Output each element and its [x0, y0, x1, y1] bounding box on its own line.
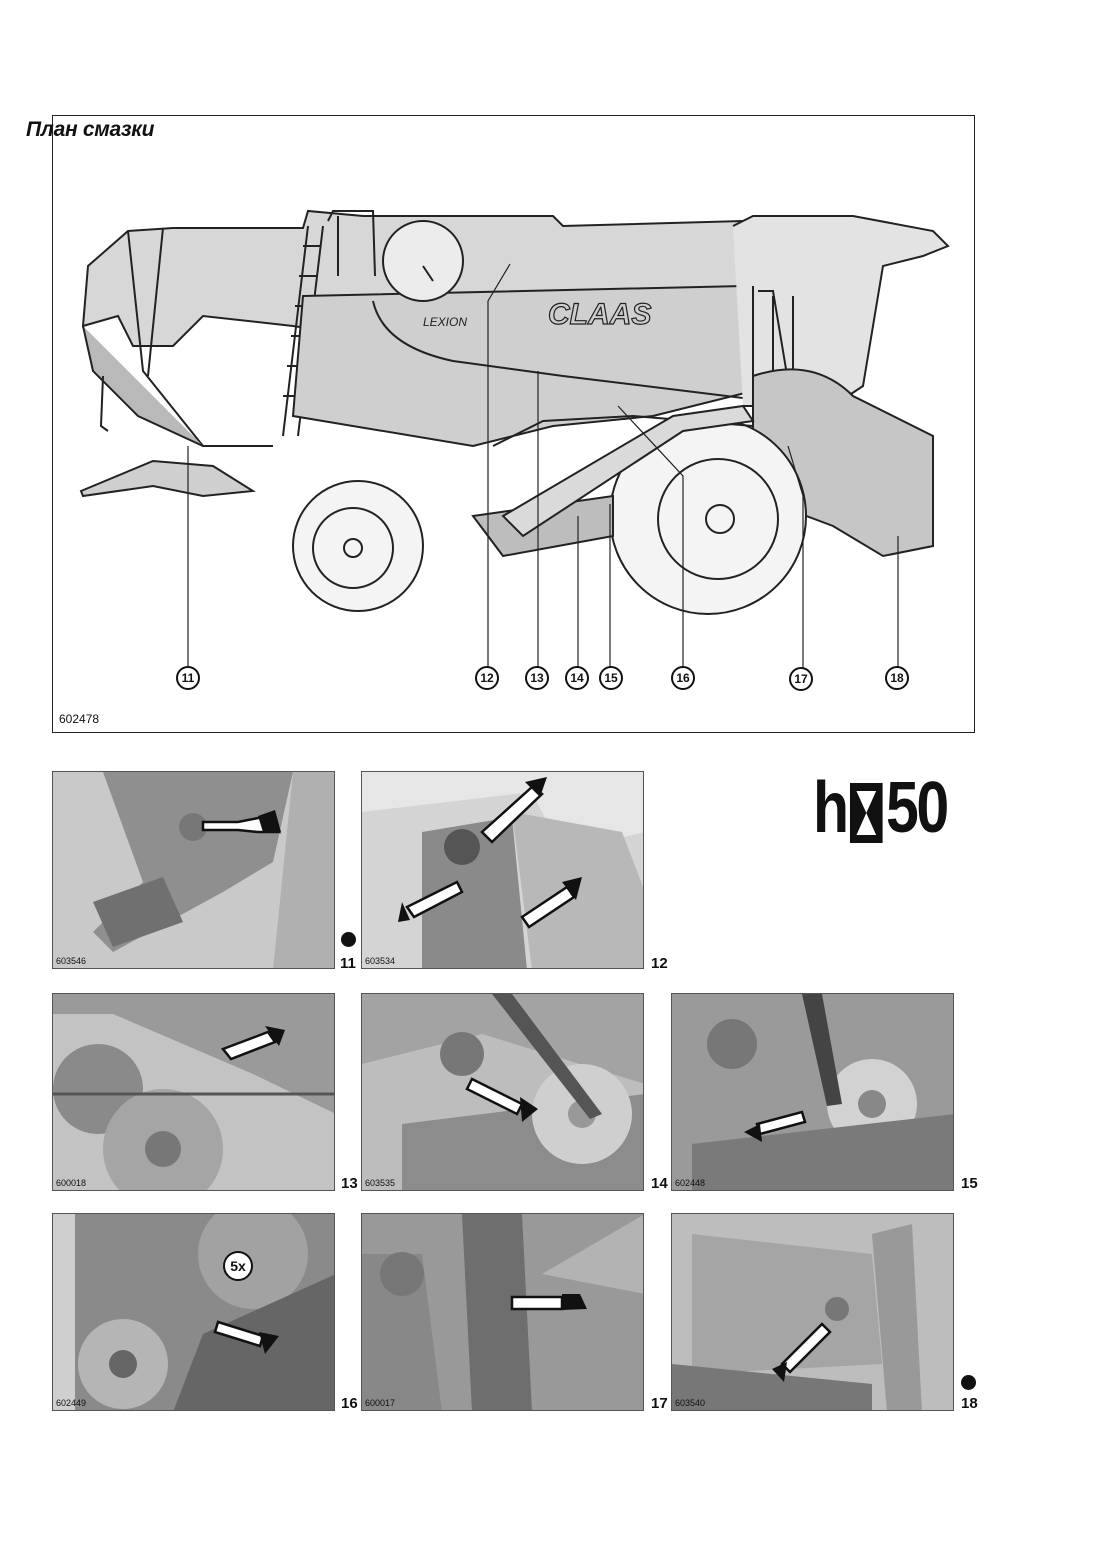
photo-id: 600018: [56, 1178, 87, 1188]
model-logo: LEXION: [423, 315, 467, 329]
photo-17: 600017: [361, 1213, 644, 1411]
service-interval: h 50: [813, 768, 949, 848]
photo-number-15: 15: [961, 1175, 978, 1192]
page-title: План смазки: [26, 118, 155, 141]
photo-number-11: 11: [340, 955, 356, 972]
photo-id: 602449: [56, 1398, 87, 1408]
figure-id: 602478: [59, 712, 100, 726]
callout-11: 11: [176, 666, 200, 690]
brand-logo: CLAAS: [548, 298, 651, 331]
photo-id: 603546: [56, 956, 87, 966]
photo-number-17: 17: [651, 1395, 668, 1412]
photo-id: 603540: [675, 1398, 706, 1408]
photo-13: 600018: [52, 993, 335, 1191]
callout-17: 17: [789, 667, 813, 691]
interval-value: 50: [885, 768, 949, 848]
photo-id: 600017: [365, 1398, 396, 1408]
photo-number-16: 16: [341, 1395, 358, 1412]
photo-id: 603534: [365, 956, 396, 966]
dot-marker-18: [961, 1375, 976, 1390]
photo-number-18: 18: [961, 1395, 978, 1412]
callout-14: 14: [565, 666, 589, 690]
photo-14: 603535: [361, 993, 644, 1191]
callout-15: 15: [599, 666, 623, 690]
photo-16: 5x 602449: [52, 1213, 335, 1411]
photo-number-12: 12: [651, 955, 668, 972]
callout-12: 12: [475, 666, 499, 690]
callout-18: 18: [885, 666, 909, 690]
photo-id: 603535: [365, 1178, 396, 1188]
dot-marker-11: [341, 932, 356, 947]
photo-number-14: 14: [651, 1175, 668, 1192]
photo-number-13: 13: [341, 1175, 358, 1192]
interval-prefix: h: [813, 768, 849, 848]
photo-15: 602448: [671, 993, 954, 1191]
multiplier-badge: 5x: [223, 1251, 253, 1281]
callout-13: 13: [525, 666, 549, 690]
photo-12: 603534: [361, 771, 644, 969]
photo-11: 603546: [52, 771, 335, 969]
combine-harvester-drawing: CLAAS LEXION: [79, 209, 950, 676]
photo-18: 603540: [671, 1213, 954, 1411]
hourglass-icon: [849, 778, 883, 843]
main-figure: CLAAS LEXION 11 12 13 14 15 16 17 18 602…: [52, 115, 975, 733]
photo-id: 602448: [675, 1178, 706, 1188]
callout-16: 16: [671, 666, 695, 690]
